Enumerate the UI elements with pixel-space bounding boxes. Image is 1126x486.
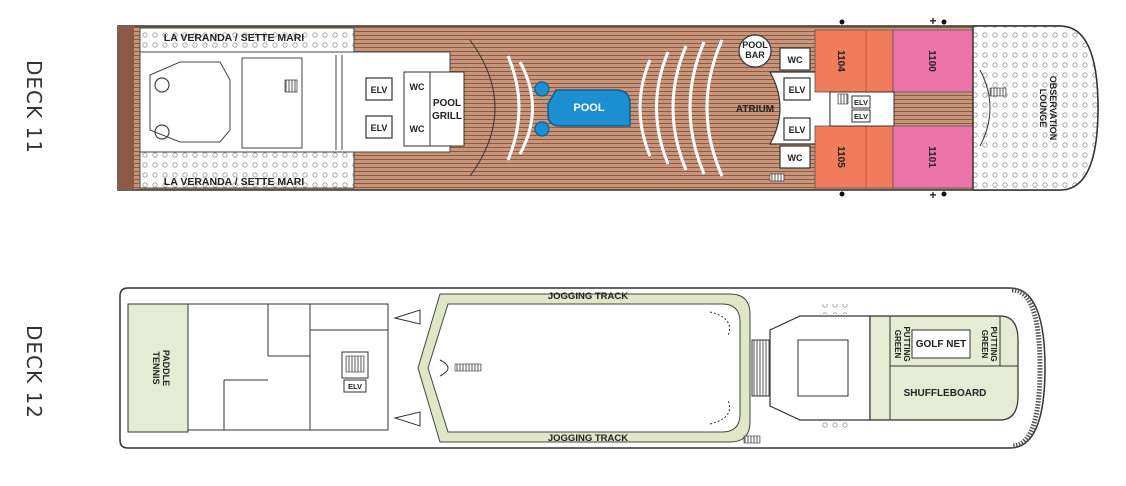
suite-1104-label: 1104 <box>835 50 846 72</box>
pool-label: POOL <box>573 102 604 114</box>
suite-1101-label: 1101 <box>926 146 937 168</box>
paddle-tennis-label-line1: PADDLE <box>161 350 171 386</box>
elevator-label: ELV <box>789 85 806 95</box>
wc-label: WC <box>788 153 803 163</box>
wc-label: WC <box>410 82 425 92</box>
suite-1100[interactable] <box>892 29 974 93</box>
plus-marker: + <box>929 188 936 202</box>
plus-marker: + <box>929 14 936 28</box>
observation-lounge-label-line2: LOUNGE <box>1038 89 1048 128</box>
deck-11-label: DECK 11 <box>22 60 46 154</box>
pool-grill-label-line1: POOL <box>433 98 461 109</box>
pool-bar <box>738 34 772 68</box>
elevator-label: ELV <box>854 98 868 107</box>
suite-1101[interactable] <box>892 125 974 189</box>
wc-label: WC <box>410 124 425 134</box>
observation-lounge-label-line1: OBSERVATION <box>1048 76 1058 141</box>
sports-deck <box>869 315 1019 421</box>
shuffleboard-label: SHUFFLEBOARD <box>904 388 987 399</box>
jogging-track-bottom-label: JOGGING TRACK <box>548 433 628 444</box>
putting-green-right-line1: PUTTING <box>989 326 998 361</box>
pool-area <box>547 89 631 127</box>
elevator-label: ELV <box>789 125 806 135</box>
deck-12-label: DECK 12 <box>22 325 46 419</box>
golf-net-area <box>911 329 971 359</box>
pool-grill-label-line2: GRILL <box>432 111 462 122</box>
hot-tub-icon <box>534 81 550 97</box>
elevator-label: ELV <box>854 112 868 121</box>
jogging-track-top-label: JOGGING TRACK <box>548 291 628 302</box>
wc-label: WC <box>788 55 803 65</box>
putting-green-left-line2: GREEN <box>893 330 902 359</box>
suite-1105[interactable] <box>814 125 894 189</box>
paddle-tennis-label-line2: TENNIS <box>151 351 161 384</box>
suite-1105-label: 1105 <box>835 146 846 168</box>
la-veranda-top-label: LA VERANDA / SETTE MARI <box>164 32 304 44</box>
atrium-label: ATRIUM <box>736 104 774 115</box>
observation-lounge <box>972 25 1099 191</box>
elevator-label: ELV <box>348 382 362 391</box>
la-veranda-bottom-label: LA VERANDA / SETTE MARI <box>164 176 304 188</box>
suite-1104[interactable] <box>814 29 894 93</box>
pool-bar-label-line2: BAR <box>745 50 765 60</box>
deck-11-plan <box>117 19 1099 197</box>
suite-1100-label: 1100 <box>926 50 937 72</box>
elevator-label: ELV <box>371 85 388 95</box>
deck-12-plan <box>119 287 1046 449</box>
golf-net-label: GOLF NET <box>916 339 967 350</box>
hot-tub-icon <box>534 121 550 137</box>
pool-bar-label-line1: POOL <box>742 40 768 50</box>
elevator-label: ELV <box>371 123 388 133</box>
putting-green-right-line2: GREEN <box>980 330 989 359</box>
putting-green-left-line1: PUTTING <box>902 326 911 361</box>
